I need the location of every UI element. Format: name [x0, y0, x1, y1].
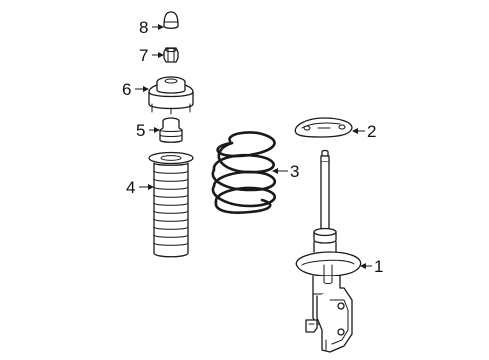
- part-7-nut: [163, 47, 179, 63]
- callout-label-5: 5: [136, 121, 145, 140]
- callout-5: 5: [136, 121, 160, 140]
- part-8-cap: [163, 11, 179, 29]
- callout-label-4: 4: [126, 178, 135, 197]
- part-5-jounce-bumper: [159, 117, 183, 143]
- callout-8: 8: [139, 18, 164, 37]
- callout-label-1: 1: [374, 257, 383, 276]
- callout-4: 4: [126, 178, 154, 197]
- part-1-strut-assembly: [295, 149, 362, 353]
- callout-2: 2: [352, 122, 376, 141]
- part-6-strut-mount: [148, 76, 194, 115]
- callout-3: 3: [272, 162, 299, 181]
- callout-label-7: 7: [139, 46, 148, 65]
- callout-label-3: 3: [290, 162, 299, 181]
- callout-1: 1: [360, 257, 383, 276]
- callout-6: 6: [122, 80, 149, 99]
- callout-7: 7: [139, 46, 164, 65]
- callout-label-8: 8: [139, 18, 148, 37]
- part-2-upper-spring-seat: [294, 117, 353, 138]
- part-3-coil-spring: [211, 131, 277, 214]
- callout-label-2: 2: [367, 122, 376, 141]
- callout-label-6: 6: [122, 80, 131, 99]
- part-4-dust-boot: [148, 151, 194, 258]
